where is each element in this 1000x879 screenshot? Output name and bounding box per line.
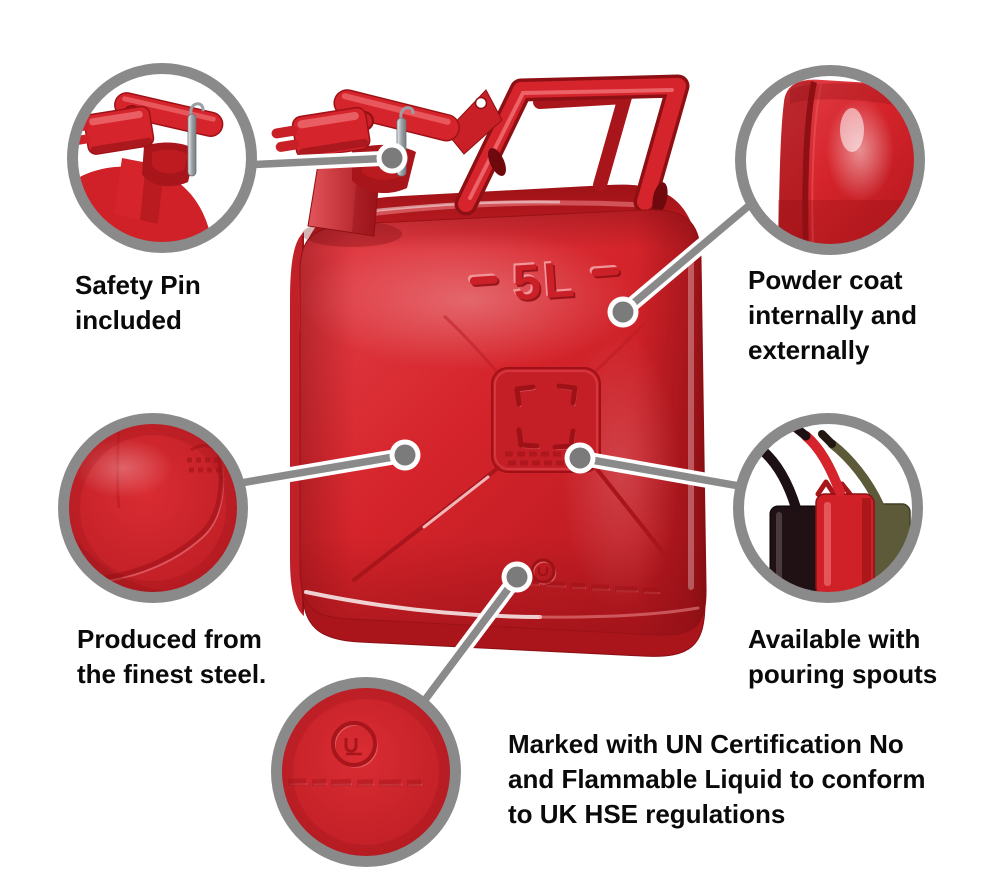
callout-circle-powder-coat — [735, 65, 925, 255]
caption-line: Marked with UN Certification No — [508, 729, 904, 759]
caption-pouring-spouts: Available with pouring spouts — [748, 622, 937, 692]
un-certification-closeup-image — [281, 687, 451, 857]
callout-ring — [271, 677, 461, 867]
caption-powder-coat: Powder coat internally and externally — [748, 263, 917, 368]
callout-circle-un-certification — [271, 677, 461, 867]
caption-line: Produced from — [77, 624, 262, 654]
caption-line: Safety Pin — [75, 270, 201, 300]
caption-line: included — [75, 305, 182, 335]
capacity-marking: 5L — [509, 249, 577, 309]
capacity-marking-emboss: 5L 5L 5L — [467, 249, 622, 313]
caption-line: to UK HSE regulations — [508, 799, 786, 829]
callout-ring — [58, 413, 248, 603]
callout-dot-powder-coat — [607, 296, 639, 328]
caption-line: Available with — [748, 624, 921, 654]
steel-panel-closeup-image — [68, 423, 238, 593]
can-spout-assembly — [271, 89, 503, 247]
jerry-can-illustration: 5L 5L 5L — [271, 74, 707, 657]
callout-dot-pouring-spouts — [564, 442, 596, 474]
caption-line: and Flammable Liquid to conform — [508, 764, 926, 794]
callout-dots — [376, 142, 639, 593]
caption-line: externally — [748, 335, 870, 365]
caption-line: Powder coat — [748, 265, 903, 295]
can-handle — [454, 74, 690, 216]
callout-dot-un-certification — [501, 561, 533, 593]
callout-ring — [733, 413, 923, 603]
caption-un-certification: Marked with UN Certification No and Flam… — [508, 727, 925, 832]
callout-dot-finest-steel — [389, 439, 421, 471]
callout-circle-safety-pin — [67, 63, 257, 253]
callout-circle-finest-steel — [58, 413, 248, 603]
caption-line: the finest steel. — [77, 659, 267, 689]
callout-ring — [735, 65, 925, 255]
callout-dot-safety-pin — [376, 142, 408, 174]
svg-text:5L: 5L — [513, 253, 581, 313]
callout-ring — [67, 63, 257, 253]
caption-finest-steel: Produced from the finest steel. — [77, 622, 266, 692]
callout-circle-pouring-spouts — [733, 413, 923, 603]
svg-text:5L: 5L — [511, 251, 579, 311]
spout-clasp-closeup-image — [77, 73, 247, 243]
caption-safety-pin: Safety Pin included — [75, 268, 201, 338]
caption-line: pouring spouts — [748, 659, 938, 689]
caption-line: internally and — [748, 300, 918, 330]
